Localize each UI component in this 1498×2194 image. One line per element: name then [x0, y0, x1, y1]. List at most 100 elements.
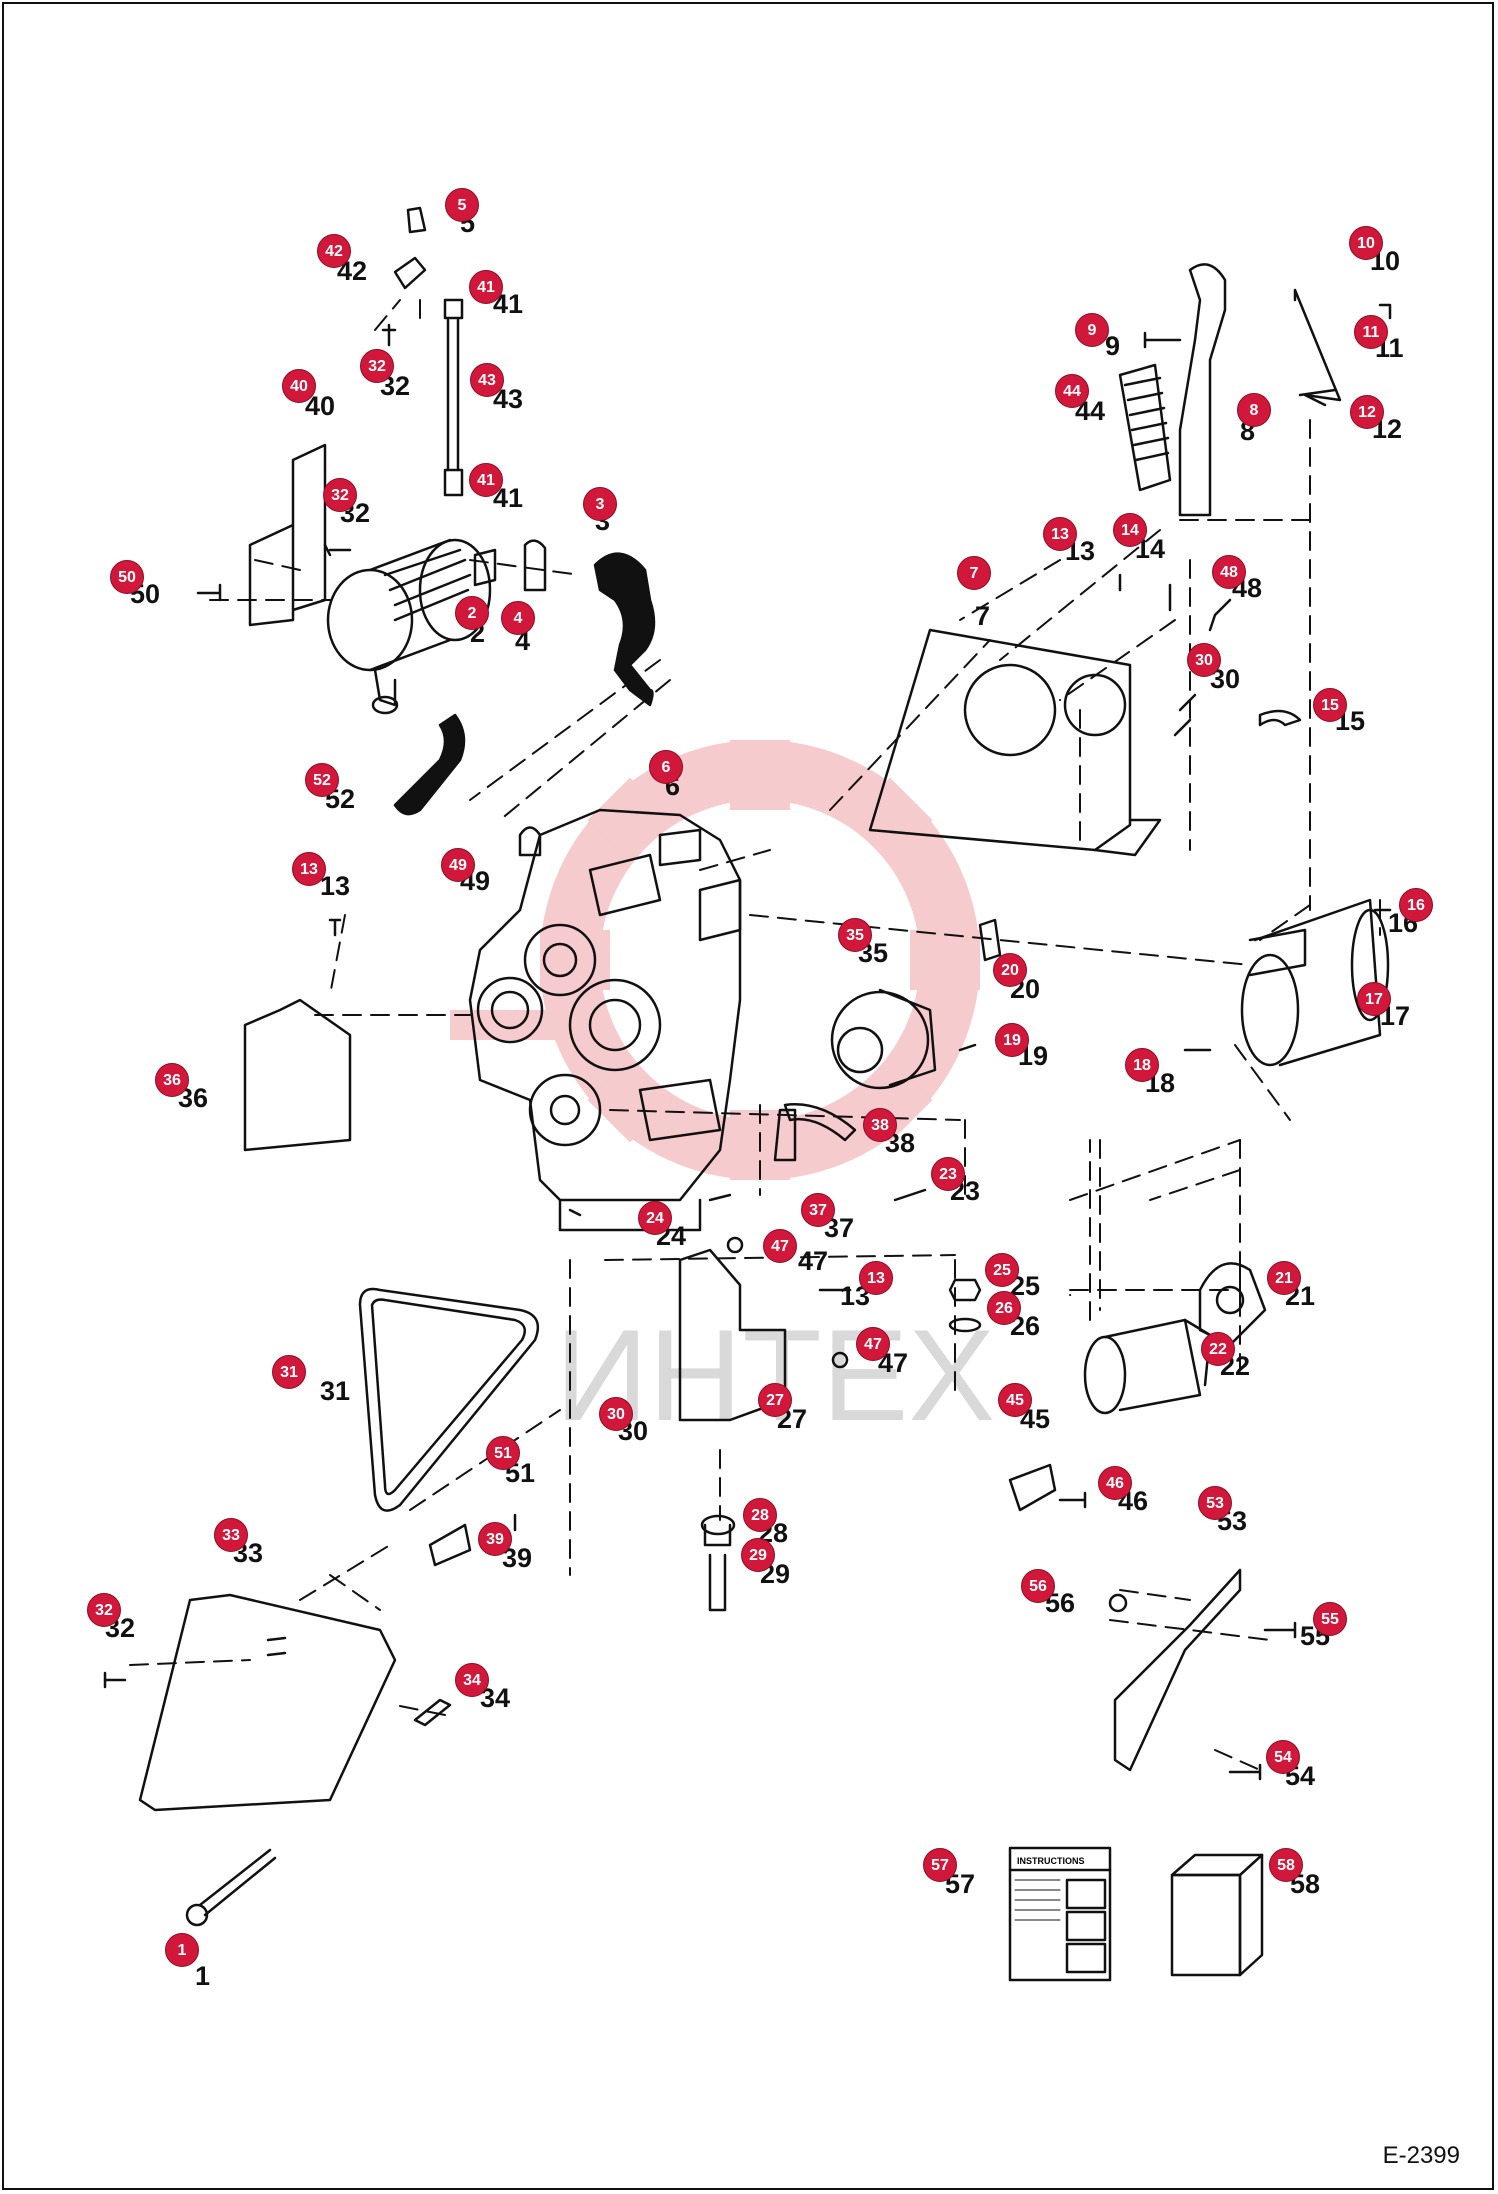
callout-18[interactable]: 18 — [1125, 1048, 1159, 1082]
callout-30b[interactable]: 30 — [599, 1397, 633, 1431]
part-6-engine — [468, 808, 742, 1232]
callout-label: 47 — [771, 1238, 789, 1255]
callout-40[interactable]: 40 — [282, 369, 316, 403]
callout-label: 47 — [864, 1336, 882, 1353]
callout-10[interactable]: 10 — [1349, 226, 1383, 260]
callout-label: 20 — [1001, 962, 1019, 979]
callout-23[interactable]: 23 — [931, 1157, 965, 1191]
callout-39[interactable]: 39 — [478, 1522, 512, 1556]
callout-42[interactable]: 42 — [317, 234, 351, 268]
callout-54[interactable]: 54 — [1266, 1740, 1300, 1774]
part-2-air-cleaner — [326, 538, 492, 715]
callout-12[interactable]: 12 — [1350, 395, 1384, 429]
callout-22[interactable]: 22 — [1201, 1332, 1235, 1366]
callout-49[interactable]: 49 — [441, 848, 475, 882]
callout-2[interactable]: 2 — [455, 596, 489, 630]
callout-30a[interactable]: 30 — [1187, 643, 1221, 677]
part-number: 47 — [798, 1246, 828, 1276]
callout-29[interactable]: 29 — [741, 1538, 775, 1572]
callout-11[interactable]: 11 — [1354, 315, 1388, 349]
callout-50[interactable]: 50 — [110, 560, 144, 594]
callout-label: 11 — [1362, 324, 1380, 341]
callout-41b[interactable]: 41 — [469, 463, 503, 497]
callout-label: 43 — [478, 372, 496, 389]
callout-55[interactable]: 55 — [1313, 1602, 1347, 1636]
callout-label: 46 — [1106, 1475, 1124, 1492]
callout-3[interactable]: 3 — [583, 487, 617, 521]
callout-9[interactable]: 9 — [1075, 313, 1109, 347]
callout-label: 8 — [1249, 402, 1259, 419]
callout-label: 31 — [280, 1364, 298, 1381]
callout-46[interactable]: 46 — [1098, 1466, 1132, 1500]
part-number: 7 — [975, 601, 990, 631]
callout-label: 17 — [1365, 991, 1383, 1008]
callout-label: 15 — [1321, 697, 1339, 714]
part-42-bracket — [393, 256, 427, 290]
part-4-clamp — [523, 539, 547, 592]
callout-8[interactable]: 8 — [1237, 393, 1271, 427]
part-number: 31 — [320, 1376, 350, 1406]
callout-label: 21 — [1275, 1270, 1293, 1287]
assembly-leader-lines — [129, 299, 1381, 1771]
callout-5[interactable]: 5 — [445, 188, 479, 222]
callout-13b[interactable]: 13 — [292, 852, 326, 886]
callout-15[interactable]: 15 — [1313, 688, 1347, 722]
callout-label: 57 — [931, 1857, 949, 1874]
callout-17[interactable]: 17 — [1357, 982, 1391, 1016]
callout-21[interactable]: 21 — [1267, 1261, 1301, 1295]
callout-52[interactable]: 52 — [305, 763, 339, 797]
callout-35[interactable]: 35 — [838, 918, 872, 952]
callout-32a[interactable]: 32 — [360, 349, 394, 383]
part-33-belt-guard — [138, 1593, 397, 1812]
callout-26[interactable]: 26 — [987, 1291, 1021, 1325]
callout-28[interactable]: 28 — [743, 1498, 777, 1532]
callout-36[interactable]: 36 — [155, 1063, 189, 1097]
callout-41a[interactable]: 41 — [469, 270, 503, 304]
callout-13a[interactable]: 13 — [1043, 517, 1077, 551]
callout-32c[interactable]: 32 — [87, 1593, 121, 1627]
callout-label: 27 — [766, 1392, 784, 1409]
callout-34[interactable]: 34 — [455, 1663, 489, 1697]
callout-label: 52 — [313, 772, 331, 789]
callout-44[interactable]: 44 — [1055, 374, 1089, 408]
callout-16[interactable]: 16 — [1399, 888, 1433, 922]
callout-48[interactable]: 48 — [1212, 555, 1246, 589]
callout-label: 2 — [467, 605, 477, 622]
callout-19[interactable]: 19 — [995, 1023, 1029, 1057]
callout-56[interactable]: 56 — [1021, 1569, 1055, 1603]
callout-47b[interactable]: 47 — [856, 1327, 890, 1361]
callout-38[interactable]: 38 — [863, 1108, 897, 1142]
callout-13c[interactable]: 13 — [859, 1261, 893, 1295]
callout-label: 48 — [1220, 564, 1238, 581]
callout-43[interactable]: 43 — [470, 363, 504, 397]
callout-14[interactable]: 14 — [1113, 513, 1147, 547]
callout-58[interactable]: 58 — [1269, 1848, 1303, 1882]
callout-57[interactable]: 57 — [923, 1848, 957, 1882]
callout-label: 58 — [1277, 1857, 1295, 1874]
callout-37[interactable]: 37 — [801, 1193, 835, 1227]
part-57-instruction-manual — [1008, 1846, 1112, 1982]
callout-7[interactable]: 7 — [957, 556, 991, 590]
callout-27[interactable]: 27 — [758, 1383, 792, 1417]
callout-6[interactable]: 6 — [649, 750, 683, 784]
callout-31[interactable]: 31 — [272, 1355, 306, 1389]
callout-45[interactable]: 45 — [998, 1383, 1032, 1417]
part-12-bracket — [1293, 288, 1342, 407]
callout-24[interactable]: 24 — [638, 1201, 672, 1235]
callout-53[interactable]: 53 — [1198, 1486, 1232, 1520]
callout-51[interactable]: 51 — [486, 1436, 520, 1470]
callout-1[interactable]: 1 — [165, 1933, 199, 1967]
part-35-alternator — [830, 988, 937, 1090]
part-3-hose — [593, 552, 656, 707]
callout-20[interactable]: 20 — [993, 953, 1027, 987]
callout-4[interactable]: 4 — [501, 601, 535, 635]
callout-label: 28 — [751, 1507, 769, 1524]
callout-32b[interactable]: 32 — [323, 478, 357, 512]
part-53-bracket — [1113, 1568, 1242, 1772]
callout-label: 26 — [995, 1300, 1013, 1317]
callout-47a[interactable]: 47 — [763, 1229, 797, 1263]
callout-25[interactable]: 25 — [985, 1253, 1019, 1287]
callout-33[interactable]: 33 — [214, 1518, 248, 1552]
part-number: 13 — [320, 871, 350, 901]
